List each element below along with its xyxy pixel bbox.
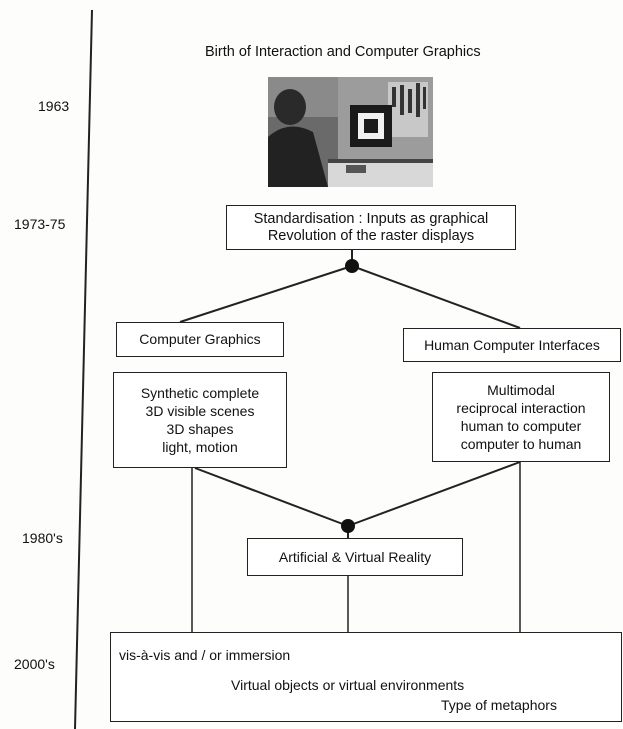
hci-detail-line: human to computer: [460, 418, 582, 434]
line-cg-node2: [194, 467, 349, 527]
computer-graphics-details-box: Synthetic complete 3D visible scenes 3D …: [113, 372, 287, 468]
standardisation-box: Standardisation : Inputs as graphical Re…: [226, 205, 516, 250]
diagram-title: Birth of Interaction and Computer Graphi…: [205, 44, 481, 60]
year-1963: 1963: [38, 98, 70, 114]
cg-detail-line: Synthetic complete: [140, 385, 260, 401]
cg-detail-line: light, motion: [162, 439, 238, 455]
year-2000s: 2000's: [14, 656, 55, 672]
junction-node-bottom: [341, 519, 355, 533]
junction-node-top: [345, 259, 359, 273]
hci-details-box: Multimodal reciprocal interaction human …: [432, 372, 610, 462]
metaphors-box: vis-à-vis and / or immersion Virtual obj…: [110, 632, 622, 722]
cg-detail-line: 3D visible scenes: [145, 403, 255, 419]
hci-detail-line: Multimodal: [487, 382, 555, 398]
historical-photo: [268, 77, 433, 187]
metaphors-line2: Virtual objects or virtual environments: [231, 677, 465, 693]
hci-label: Human Computer Interfaces: [424, 336, 600, 353]
timeline-axis: [74, 9, 93, 729]
hci-detail-line: reciprocal interaction: [456, 400, 586, 416]
virtual-reality-label: Artificial & Virtual Reality: [278, 548, 432, 565]
standardisation-line1: Standardisation : Inputs as graphical: [253, 210, 489, 227]
metaphors-line3: Type of metaphors: [441, 697, 557, 713]
hci-detail-line: computer to human: [460, 436, 582, 452]
line-hci-node2: [347, 461, 521, 527]
standardisation-line2: Revolution of the raster displays: [267, 227, 475, 244]
virtual-reality-box: Artificial & Virtual Reality: [247, 538, 463, 576]
year-1980s: 1980's: [22, 530, 63, 546]
line-node-cg: [179, 265, 353, 323]
hci-box: Human Computer Interfaces: [403, 328, 621, 362]
cg-detail-line: 3D shapes: [166, 421, 234, 437]
computer-graphics-box: Computer Graphics: [116, 322, 284, 357]
computer-graphics-label: Computer Graphics: [139, 331, 261, 347]
metaphors-line1: vis-à-vis and / or immersion: [119, 647, 291, 663]
year-1973-75: 1973-75: [14, 216, 66, 232]
line-node-hci: [351, 265, 521, 329]
